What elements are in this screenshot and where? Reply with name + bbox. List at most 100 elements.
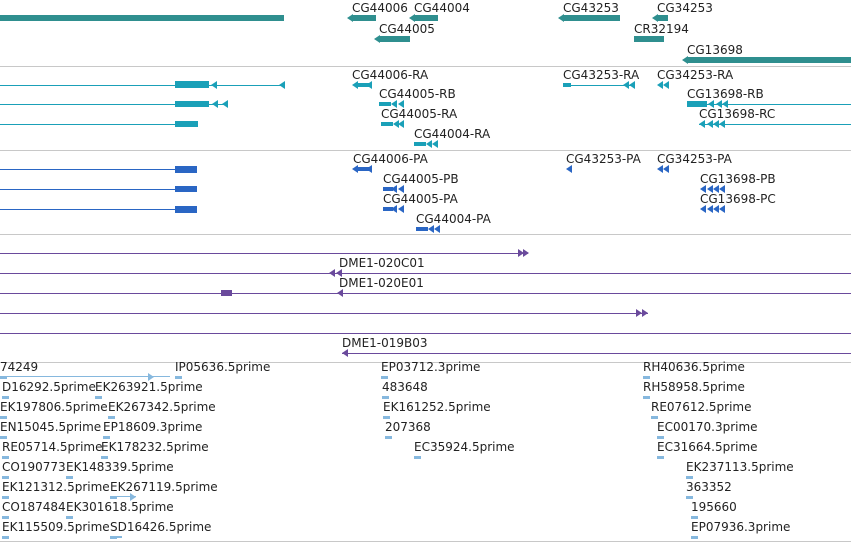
est-label[interactable]: SD16426.5prime: [110, 520, 212, 534]
feature-block[interactable]: [356, 83, 370, 87]
gene-block[interactable]: [352, 15, 376, 21]
est-label[interactable]: EC35924.5prime: [414, 440, 515, 454]
gene-block[interactable]: [563, 15, 620, 21]
est-block[interactable]: [686, 476, 693, 479]
feature-block[interactable]: [175, 81, 209, 88]
gene-label[interactable]: CG13698: [687, 43, 743, 57]
est-block[interactable]: [0, 376, 7, 379]
est-label[interactable]: IP05636.5prime: [175, 360, 271, 374]
est-label[interactable]: EK301618.5prime: [66, 500, 174, 514]
gene-block[interactable]: [0, 15, 284, 21]
est-block[interactable]: [110, 496, 117, 499]
est-block[interactable]: [108, 416, 115, 419]
est-label[interactable]: RH58958.5prime: [643, 380, 745, 394]
gene-label[interactable]: CG34253: [657, 1, 713, 15]
feature-block[interactable]: [110, 536, 122, 538]
est-label[interactable]: EC00170.3prime: [657, 420, 758, 434]
feature-block[interactable]: [175, 186, 197, 192]
est-label[interactable]: EK178232.5prime: [101, 440, 209, 454]
feature-block[interactable]: [175, 206, 197, 213]
est-block[interactable]: [2, 536, 9, 539]
est-label[interactable]: 363352: [686, 480, 732, 494]
est-label[interactable]: 195660: [691, 500, 737, 514]
gene-block[interactable]: [687, 57, 851, 63]
est-label[interactable]: EP03712.3prime: [381, 360, 481, 374]
protein-label[interactable]: CG44006-PA: [353, 152, 428, 166]
est-block[interactable]: [657, 456, 664, 459]
est-block[interactable]: [414, 456, 421, 459]
feature-block[interactable]: [383, 187, 393, 191]
feature-block[interactable]: [175, 121, 198, 127]
est-block[interactable]: [383, 416, 390, 419]
feature-block[interactable]: [379, 102, 391, 106]
est-label[interactable]: EC31664.5prime: [657, 440, 758, 454]
est-block[interactable]: [101, 456, 108, 459]
transcript-label[interactable]: CG44004-RA: [414, 127, 491, 141]
est-label[interactable]: EK237113.5prime: [686, 460, 794, 474]
protein-label[interactable]: CG13698-PC: [700, 192, 776, 206]
est-label[interactable]: EK267119.5prime: [110, 480, 218, 494]
est-label[interactable]: CO187484: [2, 500, 66, 514]
feature-block[interactable]: [381, 122, 393, 126]
transcript-label[interactable]: CG13698-RB: [687, 87, 764, 101]
feature-block[interactable]: [414, 142, 426, 146]
feature-block[interactable]: [383, 207, 393, 211]
est-block[interactable]: [2, 496, 9, 499]
protein-label[interactable]: CG34253-PA: [657, 152, 732, 166]
gene-label[interactable]: CR32194: [634, 22, 689, 36]
gene-block[interactable]: [414, 15, 438, 21]
est-block[interactable]: [2, 396, 9, 399]
est-label[interactable]: EP18609.3prime: [103, 420, 203, 434]
est-block[interactable]: [691, 536, 698, 539]
est-label[interactable]: 483648: [382, 380, 428, 394]
transcript-label[interactable]: CG43253-RA: [563, 68, 640, 82]
feature-block[interactable]: [175, 166, 197, 173]
feature-block[interactable]: [110, 496, 136, 497]
est-label[interactable]: D16292.5prime: [2, 380, 96, 394]
est-label[interactable]: RE05714.5prime: [2, 440, 103, 454]
est-block[interactable]: [657, 436, 664, 439]
est-label[interactable]: EK267342.5prime: [108, 400, 216, 414]
est-block[interactable]: [95, 396, 102, 399]
feature-block[interactable]: [175, 101, 209, 107]
gene-label[interactable]: CG44005: [379, 22, 435, 36]
est-block[interactable]: [66, 516, 73, 519]
est-block[interactable]: [381, 376, 388, 379]
est-label[interactable]: EK115509.5prime: [2, 520, 110, 534]
est-block[interactable]: [643, 396, 650, 399]
feature-block[interactable]: [356, 167, 370, 171]
transcript-label[interactable]: CG13698-RC: [699, 107, 776, 121]
gene-block[interactable]: [379, 36, 410, 42]
est-label[interactable]: EK161252.5prime: [383, 400, 491, 414]
est-label[interactable]: EK121312.5prime: [2, 480, 110, 494]
transcript-label[interactable]: CG44006-RA: [352, 68, 429, 82]
protein-label[interactable]: CG43253-PA: [566, 152, 641, 166]
gene-block[interactable]: [657, 15, 668, 21]
protein-label[interactable]: CG44005-PA: [383, 192, 458, 206]
gene-label[interactable]: CG44004: [414, 1, 470, 15]
est-label[interactable]: RE07612.5prime: [651, 400, 752, 414]
gene-block[interactable]: [634, 36, 664, 42]
protein-label[interactable]: CG44004-PA: [416, 212, 491, 226]
est-label[interactable]: EP07936.3prime: [691, 520, 791, 534]
est-label[interactable]: EK263921.5prime: [95, 380, 203, 394]
clone-label[interactable]: DME1-019B03: [342, 336, 428, 350]
clone-label[interactable]: DME1-020E01: [339, 276, 424, 290]
feature-block[interactable]: [221, 290, 232, 296]
est-block[interactable]: [643, 376, 650, 379]
gene-label[interactable]: CG43253: [563, 1, 619, 15]
feature-block[interactable]: [687, 101, 707, 107]
feature-block[interactable]: [0, 376, 170, 377]
protein-label[interactable]: CG13698-PB: [700, 172, 776, 186]
clone-label[interactable]: DME1-020C01: [339, 256, 425, 270]
est-label[interactable]: EK148339.5prime: [66, 460, 174, 474]
est-label[interactable]: EN15045.5prime: [0, 420, 102, 434]
feature-block[interactable]: [563, 83, 571, 87]
est-block[interactable]: [2, 476, 9, 479]
est-block[interactable]: [175, 376, 182, 379]
est-label[interactable]: 207368: [385, 420, 431, 434]
est-block[interactable]: [385, 436, 392, 439]
protein-label[interactable]: CG44005-PB: [383, 172, 459, 186]
est-block[interactable]: [103, 436, 110, 439]
est-block[interactable]: [0, 436, 7, 439]
